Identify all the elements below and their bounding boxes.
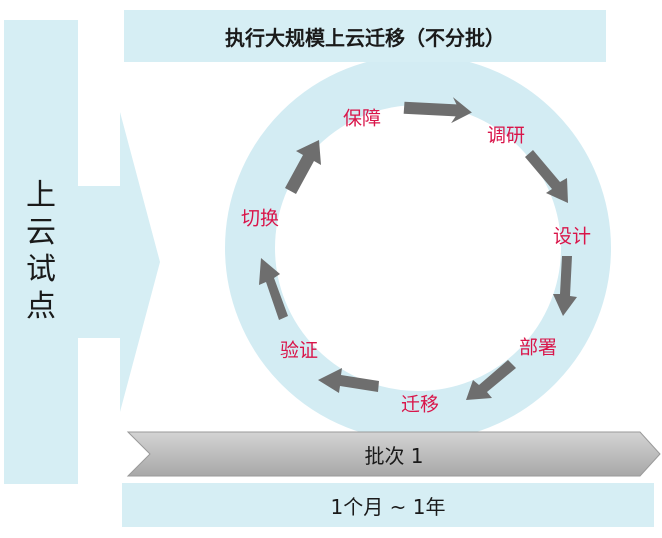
duration-label: 1个月 ~ 1年 [330, 494, 446, 519]
cycle-ring [225, 55, 611, 441]
cycle-arrow-7 [285, 140, 321, 194]
trial-char: 试 [26, 252, 56, 287]
cycle-step-migrate: 迁移 [400, 393, 440, 416]
batch-bar: 批次 1 [128, 432, 660, 476]
cycle-arrow-1 [403, 97, 472, 124]
cycle-step-design: 设计 [552, 225, 592, 248]
approach-banner: 执行大规模上云迁移（不分批） [124, 10, 606, 62]
cycle-step-verify: 验证 [279, 339, 319, 362]
trial-char: 上 [26, 178, 56, 213]
trial-char: 云 [26, 215, 56, 250]
cycle-step-guarantee: 保障 [342, 107, 382, 130]
batch-label: 批次 1 [364, 443, 424, 468]
cycle-step-research: 调研 [486, 124, 526, 147]
cycle-arrow-4 [466, 360, 516, 400]
batch-bar-shape [126, 431, 661, 477]
cycle-step-deploy: 部署 [518, 336, 558, 359]
cycle-arrow-2 [525, 150, 568, 203]
duration-box: 1个月 ~ 1年 [122, 483, 654, 527]
cycle-arrows [259, 97, 577, 400]
cycle-arrow-5 [318, 368, 379, 393]
cycle-arrow-6 [259, 258, 288, 320]
cycle-arrow-3 [553, 256, 577, 316]
trial-arrow-shape [4, 20, 160, 484]
trial-label: 上 云 试 点 [4, 176, 78, 326]
trial-char: 点 [26, 289, 56, 324]
approach-title: 执行大规模上云迁移（不分批） [225, 25, 505, 50]
cycle-step-switch: 切换 [240, 207, 280, 230]
